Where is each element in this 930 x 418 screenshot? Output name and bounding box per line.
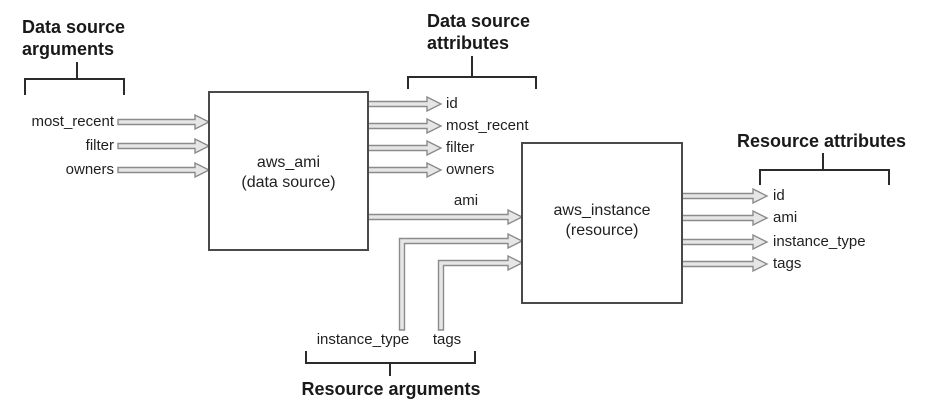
data-source-arguments-bracket xyxy=(24,78,125,95)
label-id-attribute: id xyxy=(446,95,458,112)
resource-arguments-bracket xyxy=(305,351,476,364)
label-most-recent-attribute: most_recent xyxy=(446,117,529,134)
aws-instance-node-subtitle: (resource) xyxy=(565,222,639,239)
label-owners-argument: owners xyxy=(65,161,114,178)
aws-ami-box xyxy=(208,91,369,251)
resource-attributes-heading: Resource attributes xyxy=(737,131,907,151)
data-source-arguments-heading-line2: arguments xyxy=(22,39,115,59)
arrow-most-recent-out xyxy=(367,117,443,135)
label-tags-argument: tags xyxy=(432,331,462,348)
aws-instance-node-label: aws_instance (resource) xyxy=(522,201,682,241)
arrow-id-out xyxy=(367,95,443,113)
arrow-tags-out-resource xyxy=(681,255,769,273)
label-instance-type-argument: instance_type xyxy=(316,331,410,348)
label-owners-attribute: owners xyxy=(446,161,495,178)
arrow-filter-out xyxy=(367,139,443,157)
aws-ami-node-subtitle: (data source) xyxy=(241,174,336,191)
data-source-attributes-bracket xyxy=(407,76,537,89)
resource-attributes-bracket xyxy=(759,169,890,185)
data-source-attributes-heading-line2: attributes xyxy=(427,33,510,53)
label-most-recent-argument: most_recent xyxy=(31,113,114,130)
arrow-ami-link xyxy=(367,208,524,226)
arrow-instance-type-out-resource xyxy=(681,233,769,251)
label-filter-attribute: filter xyxy=(446,139,475,156)
arrow-owners-out xyxy=(367,161,443,179)
label-ami-edge: ami xyxy=(453,192,479,209)
label-tags-resource-attribute: tags xyxy=(773,255,802,272)
data-source-attributes-heading-line1: Data source xyxy=(427,11,531,31)
arrow-filter-in xyxy=(117,137,211,155)
label-id-resource-attribute: id xyxy=(773,187,785,204)
label-ami-resource-attribute: ami xyxy=(773,209,798,226)
aws-instance-node-title: aws_instance xyxy=(553,202,651,219)
label-instance-type-resource-attribute: instance_type xyxy=(773,233,866,250)
data-source-arguments-heading: Data source arguments xyxy=(22,16,125,60)
resource-arguments-heading: Resource arguments xyxy=(301,379,481,399)
label-filter-argument: filter xyxy=(85,137,114,154)
arrow-tags-in xyxy=(437,254,524,331)
arrow-instance-type-in xyxy=(398,232,524,331)
aws-instance-box xyxy=(521,142,683,304)
arrow-most-recent-in xyxy=(117,113,211,131)
data-source-arguments-heading-line1: Data source xyxy=(22,17,126,37)
arrow-owners-in xyxy=(117,161,211,179)
arrow-id-out-resource xyxy=(681,187,769,205)
arrow-ami-out-resource xyxy=(681,209,769,227)
data-source-attributes-heading: Data source attributes xyxy=(427,10,530,54)
aws-ami-node-label: aws_ami (data source) xyxy=(209,153,368,193)
aws-ami-node-title: aws_ami xyxy=(256,154,321,171)
